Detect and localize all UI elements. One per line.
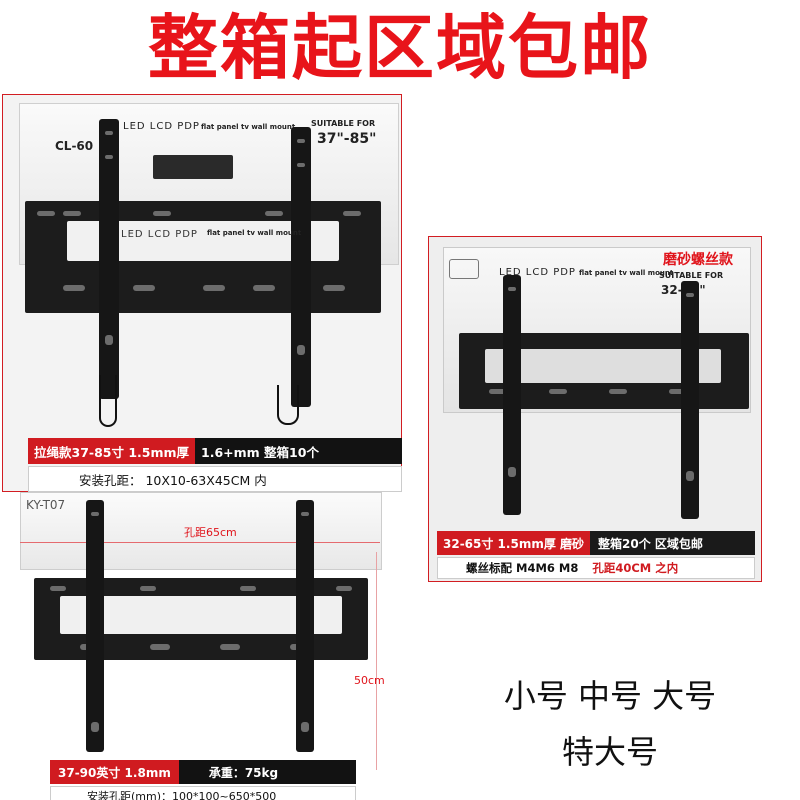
spec-red-text: 拉绳款37-85寸 1.5mm厚 (28, 438, 196, 464)
slot (297, 345, 305, 355)
size-options: 小号 中号 大号 特大号 (440, 668, 780, 780)
slot (297, 139, 305, 143)
box-flat-text: flat panel tv wall mount (201, 123, 296, 131)
box-suitable-text: SUITABLE FOR (311, 119, 376, 128)
hole-spec-text: 安装孔距(mm)：100*100~650*500 (87, 790, 277, 800)
slot (686, 293, 694, 297)
bracket-arm-right (291, 127, 311, 407)
pull-cord-right (277, 385, 299, 425)
slot (240, 586, 256, 591)
bracket-plate-window (60, 596, 342, 634)
height-dimension-label: 50cm (354, 674, 385, 687)
bracket-arm-left (86, 500, 104, 752)
model-label: CL-60 (55, 139, 94, 153)
bracket-arm-right (296, 500, 314, 752)
spec-dark-text: 1.6+mm 整箱10个 (201, 444, 319, 460)
spec-red-text: 37-90英寸 1.8mm (50, 760, 179, 784)
screw-spec-bar: 螺丝标配 M4M6 M8 孔距40CM 之内 (437, 557, 755, 579)
slot (297, 163, 305, 167)
spec-dark-text: 承重：75kg (208, 765, 279, 780)
screw-spec-text: 螺丝标配 M4M6 M8 (466, 561, 579, 575)
box-led-text-2: LED LCD PDP (121, 229, 198, 240)
slot (508, 467, 516, 477)
box-led-text: LED LCD PDP (123, 121, 200, 132)
width-dimension-line (20, 542, 380, 543)
hole-spec-bar-rope: 安装孔距： 10X10-63X45CM 内 (28, 466, 402, 492)
slot (63, 285, 85, 291)
slot (549, 389, 567, 394)
slot (105, 131, 113, 135)
size-line-2: 特大号 (561, 733, 658, 771)
slot (489, 389, 507, 394)
bracket-arm-left (99, 119, 119, 399)
slot (91, 722, 99, 732)
slot (133, 285, 155, 291)
slot (105, 335, 113, 345)
slot (343, 211, 361, 216)
bracket-arm-left (503, 275, 521, 515)
box-flat-text: flat panel tv wall mount (579, 269, 674, 277)
slot (140, 586, 156, 591)
box-flat-text-2: flat panel tv wall mount (207, 229, 302, 237)
product-image-heavy-bracket: KY-T07 孔距65cm 50cm 37-90英寸 1.8mm 承重：75kg… (0, 492, 420, 800)
product-box (20, 492, 382, 570)
bracket-arm-right (681, 281, 699, 519)
slot (265, 211, 283, 216)
hole-spec-bar-heavy: 安装孔距(mm)：100*100~650*500 (50, 786, 356, 800)
box-suitable-text: SUITABLE FOR (659, 271, 724, 280)
pull-cord-left (99, 375, 117, 427)
slot (508, 287, 516, 291)
box-led-text: LED LCD PDP (499, 267, 576, 278)
slot (253, 285, 275, 291)
size-line-1: 小号 中号 大号 (503, 677, 717, 715)
slot (609, 389, 627, 394)
slot (336, 586, 352, 591)
slot (220, 644, 240, 650)
slot (50, 586, 66, 591)
slot (203, 285, 225, 291)
width-dimension-label: 孔距65cm (184, 526, 237, 539)
hole-spec-text: 安装孔距： 10X10-63X45CM 内 (79, 472, 267, 488)
spec-red-text: 32-65寸 1.5mm厚 磨砂 (437, 531, 591, 555)
hole-spec-text: 孔距40CM 之内 (592, 561, 679, 575)
slot (153, 211, 171, 216)
spec-bar-frosted: 32-65寸 1.5mm厚 磨砂 整箱20个 区域包邮 (437, 531, 755, 555)
slot (150, 644, 170, 650)
slot (91, 512, 99, 516)
slot (301, 512, 309, 516)
spec-bar-rope: 拉绳款37-85寸 1.5mm厚 1.6+mm 整箱10个 (28, 438, 402, 464)
brand-logo-icon (449, 259, 479, 279)
model-label: KY-T07 (26, 498, 66, 512)
product-image-rope-bracket: LED LCD PDP flat panel tv wall mount SUI… (2, 94, 402, 492)
slot (669, 389, 687, 394)
box-bracket-picture (153, 155, 233, 179)
slot (301, 722, 309, 732)
spec-dark-text: 整箱20个 区域包邮 (598, 536, 703, 551)
slot (105, 155, 113, 159)
box-size-text: 37"-85" (317, 131, 377, 147)
slot (323, 285, 345, 291)
spec-bar-heavy: 37-90英寸 1.8mm 承重：75kg (50, 760, 356, 784)
headline: 整箱起区域包邮 (148, 7, 652, 89)
slot (686, 471, 694, 481)
slot (37, 211, 55, 216)
height-dimension-line (376, 552, 377, 770)
slot (63, 211, 81, 216)
variant-tag: 磨砂螺丝款 (663, 252, 733, 268)
product-image-frosted-bracket: 磨砂螺丝款 LED LCD PDP flat panel tv wall mou… (428, 236, 762, 582)
